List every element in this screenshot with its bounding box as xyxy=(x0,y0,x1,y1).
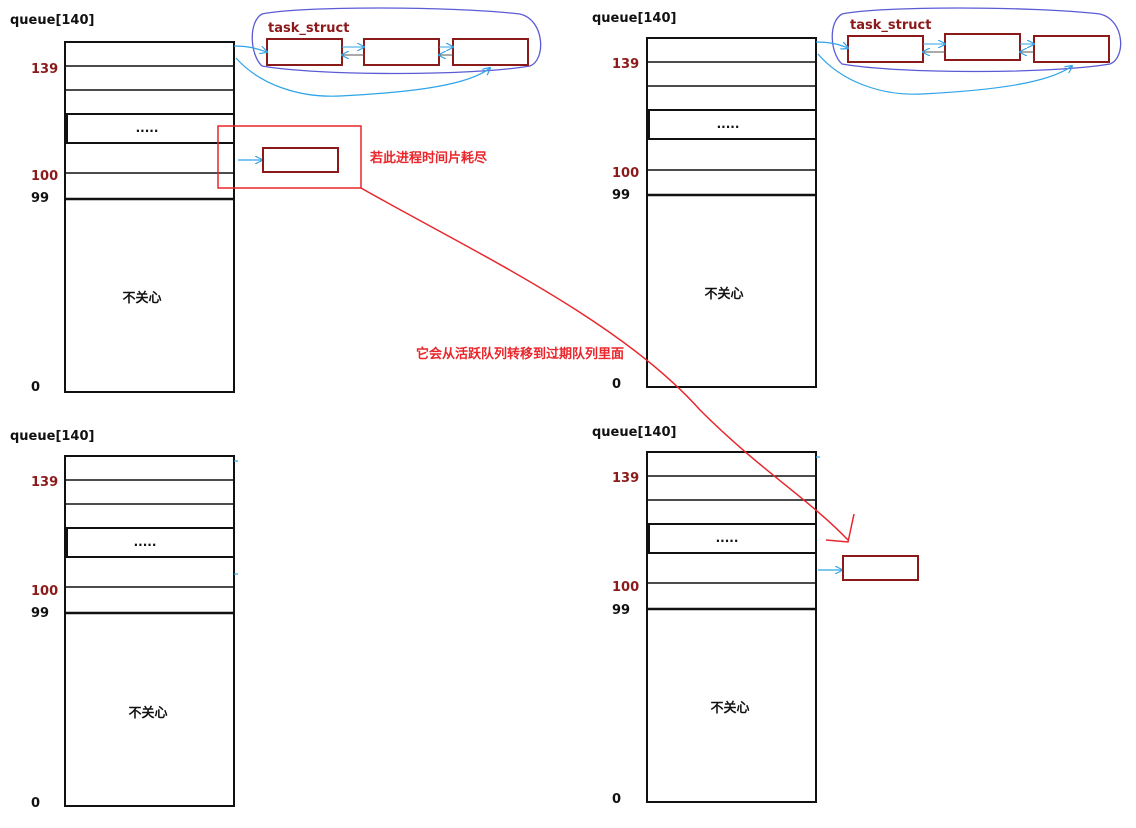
index-139: 139 xyxy=(31,475,58,490)
transfer-arrow-line xyxy=(360,187,849,541)
queue-title: queue[140] xyxy=(592,425,676,440)
index-99: 99 xyxy=(612,188,630,203)
index-139: 139 xyxy=(612,57,639,72)
transfer-arrow-head xyxy=(825,513,855,543)
queue-frame xyxy=(646,451,817,803)
ellipsis-slot xyxy=(66,113,235,144)
queue-top-right: queue[140] ..... 不关心 139 100 99 0 task_s… xyxy=(592,7,1122,392)
moved-task-node xyxy=(842,555,919,581)
runqueue-loop xyxy=(251,7,542,75)
task-node xyxy=(363,38,440,66)
transfer-arrow: 它会从活跃队列转移到过期队列里面 xyxy=(360,187,855,543)
task-struct-label: task_struct xyxy=(268,21,349,36)
ellipsis-slot xyxy=(648,523,817,554)
index-139: 139 xyxy=(612,471,639,486)
index-100: 100 xyxy=(31,584,58,599)
index-0: 0 xyxy=(31,380,40,395)
queue-frame xyxy=(646,37,817,388)
index-139: 139 xyxy=(31,62,58,77)
dont-care-label: 不关心 xyxy=(128,705,167,721)
index-99: 99 xyxy=(612,603,630,618)
task-struct-label: task_struct xyxy=(850,18,931,33)
queue-title: queue[140] xyxy=(10,13,94,28)
task-struct-chain: task_struct xyxy=(815,7,1122,95)
index-100: 100 xyxy=(612,580,639,595)
index-100: 100 xyxy=(612,166,639,181)
ellipsis: ..... xyxy=(136,121,159,135)
runqueue-loop xyxy=(831,7,1122,73)
index-0: 0 xyxy=(612,377,621,392)
index-0: 0 xyxy=(31,796,40,811)
dont-care-label: 不关心 xyxy=(122,290,161,306)
task-node xyxy=(847,35,924,63)
dont-care-label: 不关心 xyxy=(704,286,743,302)
ellipsis-slot xyxy=(648,109,817,140)
index-100: 100 xyxy=(31,169,58,184)
task-node xyxy=(266,38,343,66)
task-node xyxy=(1033,35,1110,63)
queue-title: queue[140] xyxy=(10,429,94,444)
queue-bottom-right: queue[140] ..... 不关心 139 100 99 0 xyxy=(592,425,919,807)
queue-frame xyxy=(64,455,235,807)
ellipsis-slot xyxy=(66,527,235,558)
index-0: 0 xyxy=(612,792,621,807)
index-99: 99 xyxy=(31,606,49,621)
dont-care-label: 不关心 xyxy=(710,700,749,716)
ellipsis: ..... xyxy=(716,531,739,545)
expired-slot-highlight xyxy=(217,125,362,189)
task-node xyxy=(452,38,529,66)
expiring-task-node xyxy=(262,147,339,173)
queue-title: queue[140] xyxy=(592,11,676,26)
ellipsis: ..... xyxy=(134,535,157,549)
queue-top-left: queue[140] ..... 不关心 139 100 99 0 task_s… xyxy=(10,7,542,395)
index-99: 99 xyxy=(31,191,49,206)
queue-bottom-left: queue[140] ..... 不关心 139 100 99 0 xyxy=(10,429,238,811)
ellipsis: ..... xyxy=(717,117,740,131)
task-struct-chain: task_struct xyxy=(233,7,542,97)
annotation-timeslice-expired: 若此进程时间片耗尽 xyxy=(369,150,488,166)
queue-frame xyxy=(64,41,235,393)
annotation-move-queue: 它会从活跃队列转移到过期队列里面 xyxy=(416,346,624,362)
task-node xyxy=(944,33,1021,61)
